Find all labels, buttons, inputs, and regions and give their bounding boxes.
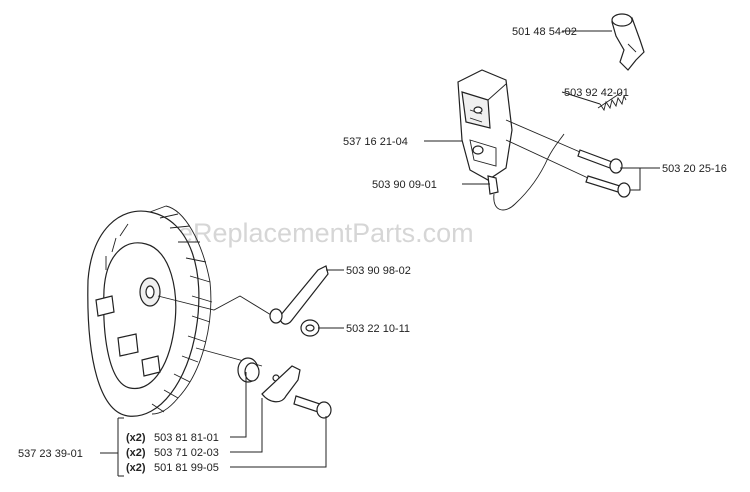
spark-plug-cap xyxy=(611,13,645,71)
watermark: eReplacementParts.com xyxy=(178,218,474,248)
label-cap: 501 48 54-02 xyxy=(512,26,577,38)
ignition-module xyxy=(457,69,513,195)
kit-row: (x2) 503 81 81-01 xyxy=(126,432,219,444)
label-screws: 503 20 25-16 xyxy=(662,163,727,175)
spring xyxy=(597,91,627,112)
kit-qty: (x2) xyxy=(126,462,146,474)
rings xyxy=(237,357,280,383)
kit-qty: (x2) xyxy=(126,432,146,444)
kit-qty: (x2) xyxy=(126,447,146,459)
flywheel xyxy=(87,205,213,417)
kit-part: 503 81 81-01 xyxy=(154,432,219,444)
kit-row: (x2) 501 81 99-05 xyxy=(126,462,219,474)
module-screws xyxy=(577,149,631,198)
label-spark-wire: 503 90 09-01 xyxy=(372,179,437,191)
label-module: 537 16 21-04 xyxy=(343,136,408,148)
pawl xyxy=(261,365,301,403)
ignition-wire xyxy=(493,133,565,211)
label-spring: 503 92 42-01 xyxy=(564,87,629,99)
label-plate: 503 90 98-02 xyxy=(346,265,411,277)
pawl-screw xyxy=(293,395,332,419)
label-spacer: 503 22 10-11 xyxy=(346,323,410,335)
label-flywheel: 537 23 39-01 xyxy=(18,448,83,460)
stop-plate xyxy=(269,265,329,337)
kit-part: 503 71 02-03 xyxy=(154,447,219,459)
kit-part: 501 81 99-05 xyxy=(154,462,219,474)
kit-row: (x2) 503 71 02-03 xyxy=(126,447,219,459)
